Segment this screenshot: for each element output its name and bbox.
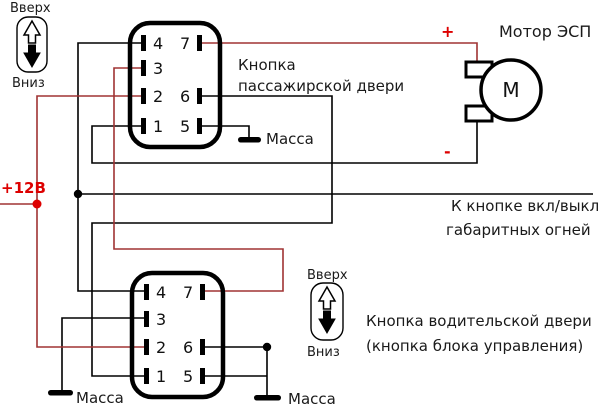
passenger-button-label-line2: пассажирской двери bbox=[238, 77, 404, 95]
side-lights-line1: К кнопке вкл/выкл bbox=[451, 197, 599, 215]
pin-tick bbox=[200, 339, 205, 355]
ground-symbol bbox=[238, 137, 261, 143]
down-label: Вниз bbox=[12, 76, 45, 91]
motor-symbol: М bbox=[502, 78, 519, 102]
pin-tick bbox=[141, 60, 146, 76]
wire-plus12v-to-pin2-both bbox=[36, 95, 147, 348]
motor-minus-label: - bbox=[444, 142, 451, 161]
motor-label: Мотор ЭСП bbox=[499, 22, 591, 41]
pin-tick bbox=[197, 88, 202, 104]
up-label: Вверх bbox=[307, 268, 348, 283]
pin-number: 6 bbox=[180, 87, 190, 106]
pin-number: 7 bbox=[183, 283, 193, 302]
wire-pin4-to-pin4 bbox=[77, 42, 147, 292]
passenger-connector: 4 3 2 1 7 6 5 Кнопка пассажирской двери bbox=[127, 20, 404, 150]
down-arrow-icon bbox=[318, 310, 336, 335]
legend-outline bbox=[16, 16, 48, 73]
down-label: Вниз bbox=[307, 345, 340, 360]
ground-bottom-left: Масса bbox=[48, 389, 124, 407]
up-arrow-icon bbox=[22, 19, 42, 44]
ground-bottom-right: Масса bbox=[254, 390, 336, 408]
pin-number: 5 bbox=[183, 367, 193, 386]
up-label: Вверх bbox=[10, 1, 51, 16]
driver-connector: 4 3 2 1 7 6 5 Кнопка водительской двери … bbox=[129, 270, 592, 400]
pin-number: 1 bbox=[156, 367, 166, 386]
wire-pin5-to-ground-top bbox=[201, 125, 250, 138]
legend-outline bbox=[310, 282, 344, 341]
pin-tick bbox=[141, 35, 146, 51]
junction-dot bbox=[73, 189, 83, 199]
wire-pin1-to-motor-minus bbox=[91, 121, 478, 164]
esp-motor: М Мотор ЭСП + - bbox=[441, 22, 591, 161]
pin-tick bbox=[144, 368, 149, 384]
wire-pin3-to-ground-bottom-left bbox=[61, 317, 147, 390]
pin-tick bbox=[144, 284, 149, 300]
up-down-legend-bottom: Вверх Вниз bbox=[307, 268, 348, 360]
pin-tick bbox=[141, 88, 146, 104]
up-down-legend-top: Вверх Вниз bbox=[10, 1, 51, 91]
motor-plus-label: + bbox=[441, 22, 454, 41]
pin-number: 3 bbox=[153, 59, 163, 78]
pin-tick bbox=[197, 35, 202, 51]
ground-label: Масса bbox=[288, 390, 336, 408]
wire-pin6-to-ground-bottom-right bbox=[204, 346, 268, 395]
pin-tick bbox=[144, 339, 149, 355]
pin-number: 7 bbox=[180, 34, 190, 53]
pin-number: 4 bbox=[156, 283, 166, 302]
wire-pin6-to-pin1 bbox=[91, 95, 333, 377]
connector-outline bbox=[127, 20, 223, 150]
pin-tick bbox=[200, 284, 205, 300]
ground-symbol bbox=[48, 390, 73, 396]
pin-number: 1 bbox=[153, 117, 163, 136]
ground-label: Масса bbox=[266, 130, 314, 148]
pin-number: 3 bbox=[156, 310, 166, 329]
pin-tick bbox=[141, 118, 146, 134]
up-arrow-icon bbox=[317, 285, 337, 310]
ground-label: Масса bbox=[76, 389, 124, 407]
driver-button-label-line1: Кнопка водительской двери bbox=[366, 312, 592, 330]
wire-pin3-to-pin7 bbox=[113, 67, 284, 292]
down-arrow-icon bbox=[23, 44, 41, 69]
ground-top: Масса bbox=[238, 130, 314, 148]
passenger-button-label-line1: Кнопка bbox=[238, 56, 296, 74]
junction-dot-red bbox=[32, 199, 42, 209]
pin-number: 2 bbox=[153, 87, 163, 106]
motor-circle bbox=[479, 58, 543, 122]
driver-button-label-line2: (кнопка блока управления) bbox=[366, 337, 583, 355]
side-lights-note: К кнопке вкл/выкл габаритных огней bbox=[446, 197, 599, 239]
junction-dot bbox=[262, 342, 272, 352]
black-wires bbox=[61, 42, 593, 395]
pin-number: 4 bbox=[153, 34, 163, 53]
pin-tick bbox=[200, 368, 205, 384]
connector-outline bbox=[129, 270, 226, 400]
pin-tick bbox=[144, 311, 149, 327]
pin-number: 2 bbox=[156, 338, 166, 357]
pin-tick bbox=[197, 118, 202, 134]
pin-number: 6 bbox=[183, 338, 193, 357]
ground-symbol bbox=[254, 395, 281, 401]
red-wires bbox=[0, 42, 478, 348]
wire-pin7-to-motor-plus bbox=[201, 42, 478, 63]
power-label: +12В bbox=[1, 179, 46, 197]
pin-number: 5 bbox=[180, 117, 190, 136]
side-lights-line2: габаритных огней bbox=[446, 221, 591, 239]
